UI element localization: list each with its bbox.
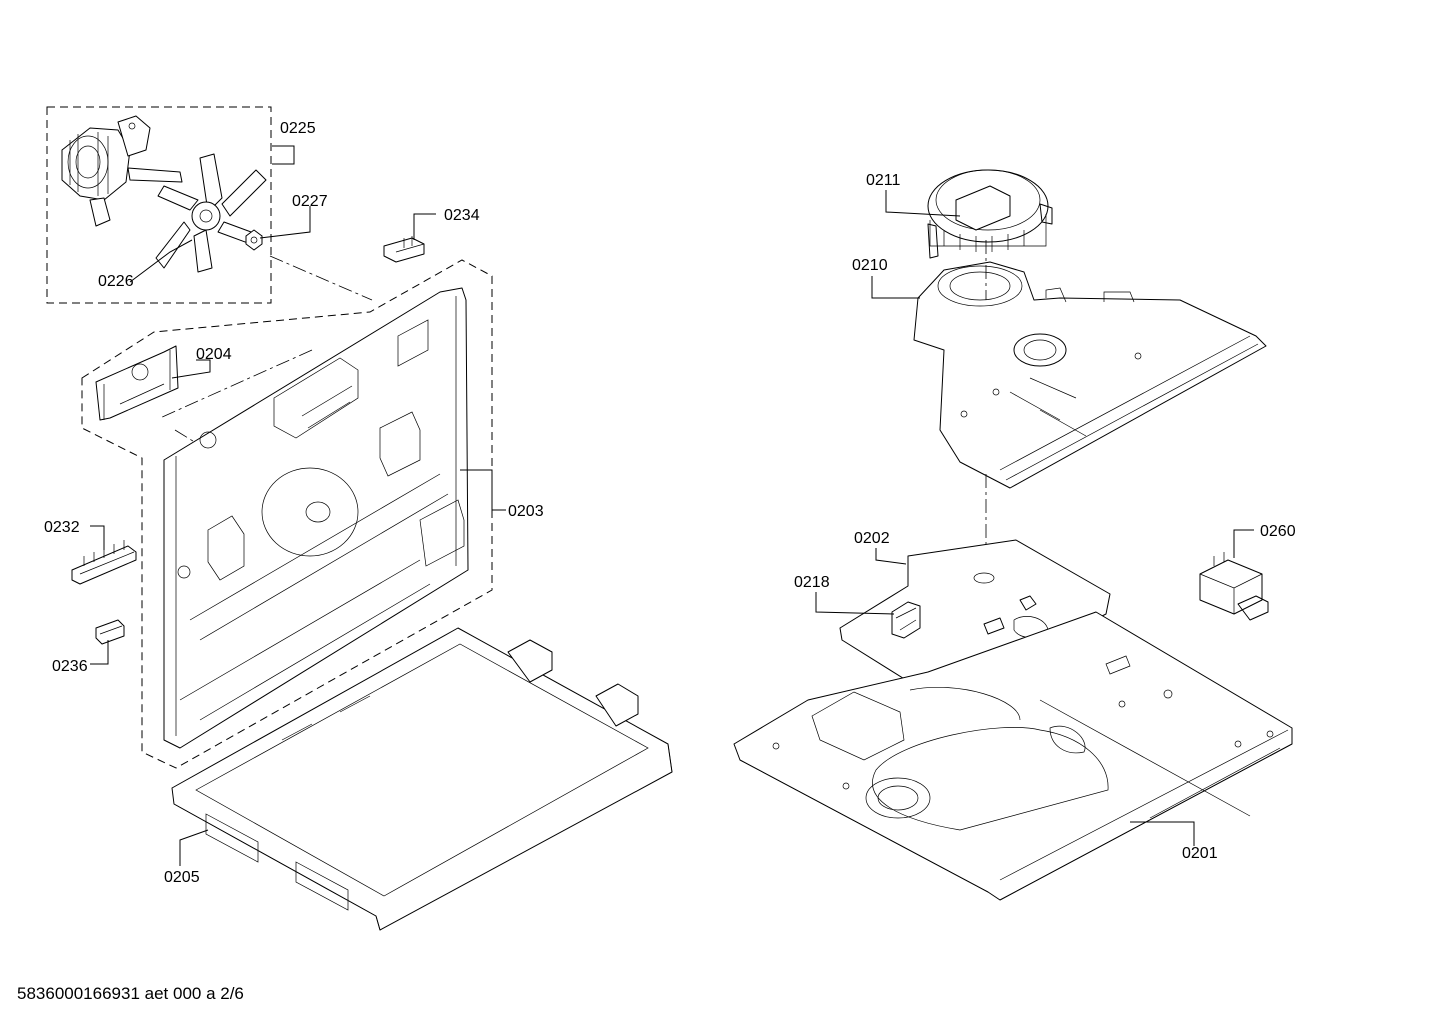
leader-lines-left [90,145,506,866]
callout-0201[interactable]: 0201 [1182,845,1218,862]
leader-lines-right [815,190,1254,846]
part-0232-terminal-block[interactable] [71,540,137,585]
callout-0204[interactable]: 0204 [196,346,232,363]
callout-0210[interactable]: 0210 [852,257,888,274]
callout-0225[interactable]: 0225 [280,120,316,137]
callout-0205[interactable]: 0205 [164,869,200,886]
document-id: 5836000166931 aet 000 a 2/6 [17,984,244,1003]
callout-0202[interactable]: 0202 [854,530,890,547]
fan-motor-group-outline [46,106,272,304]
callout-0227[interactable]: 0227 [292,193,328,210]
callout-0232[interactable]: 0232 [44,519,80,536]
part-0236-switch[interactable] [95,619,125,645]
callout-0218[interactable]: 0218 [794,574,830,591]
callout-0260[interactable]: 0260 [1260,523,1296,540]
part-0260-transformer[interactable] [1199,548,1269,621]
callout-0236[interactable]: 0236 [52,658,88,675]
part-0218-bracket[interactable] [891,601,921,639]
part-0201-base-plate[interactable] [733,611,1293,901]
part-0227-nut[interactable] [245,229,263,251]
part-0225-fan-motor[interactable] [61,115,183,227]
part-0211-blower-impeller[interactable] [927,169,1053,259]
part-0203-back-panel[interactable] [163,287,469,749]
part-0204-bracket[interactable] [95,345,179,421]
part-0205-base-tray[interactable] [171,627,673,931]
back-panel-group-outline [81,259,493,769]
callout-0226[interactable]: 0226 [98,273,134,290]
part-0234-connector[interactable] [383,236,425,263]
callout-0203[interactable]: 0203 [508,503,544,520]
callout-0234[interactable]: 0234 [444,207,480,224]
part-0210-blower-housing[interactable] [913,261,1267,489]
callout-0211[interactable]: 0211 [866,172,901,189]
